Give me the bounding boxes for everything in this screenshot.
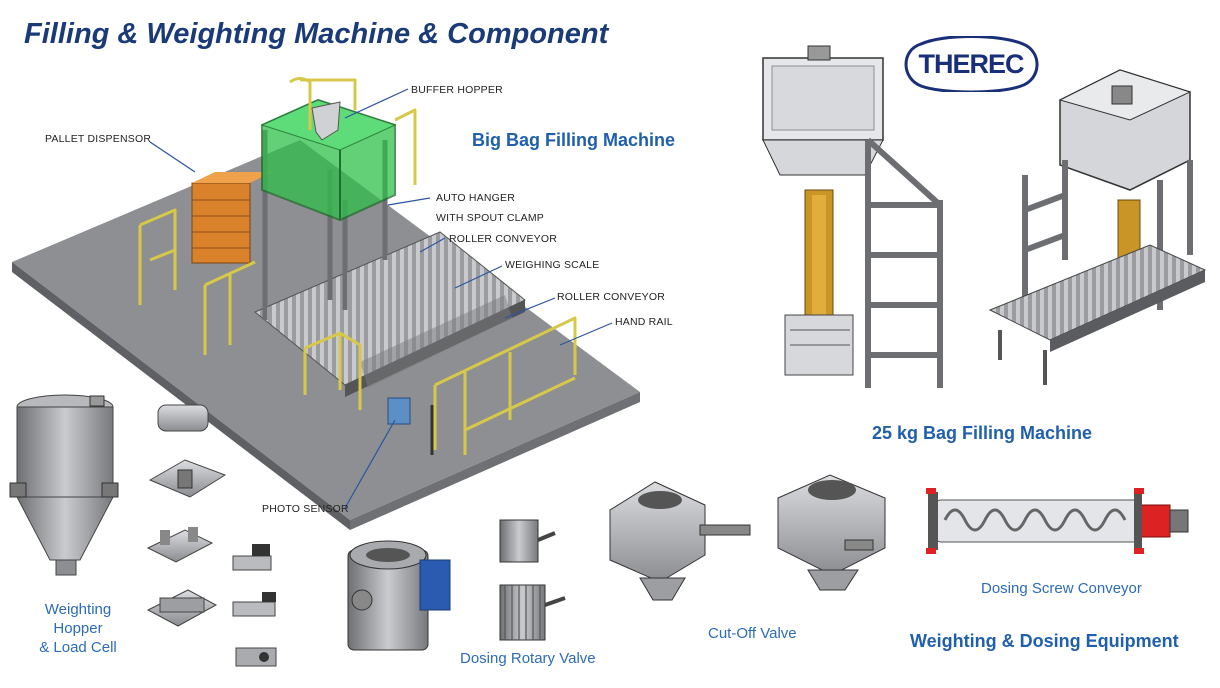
caption-rotary-valve: Dosing Rotary Valve [460,650,596,667]
callout-buffer-hopper: BUFFER HOPPER [411,84,503,96]
callout-roller-conveyor-2: ROLLER CONVEYOR [557,291,666,303]
caption-hopper-line3: & Load Cell [39,639,117,656]
logo-text: THEREC [918,49,1024,79]
callout-spout-clamp: WITH SPOUT CLAMP [436,212,545,224]
caption-screw-conveyor: Dosing Screw Conveyor [981,580,1142,597]
dosing-screw-conveyor [926,488,1189,554]
big-bag-filling-machine [12,77,640,530]
bag-filler-front-view [762,45,943,388]
callout-roller-conveyor-1: ROLLER CONVEYOR [449,233,558,245]
rotary-valve [347,540,451,651]
caption-cutoff-valve: Cut-Off Valve [708,625,797,642]
caption-hopper-line1: Weighting [44,601,112,618]
cutoff-valve-1 [609,481,751,601]
callout-auto-hanger: AUTO HANGER [436,192,516,204]
cutoff-valve-2 [777,474,886,591]
page-title: Filling & Weighting Machine & Component [24,18,609,50]
section-big-bag: Big Bag Filling Machine [472,130,676,150]
therec-logo: THEREC [903,36,1039,92]
section-25kg-bag: 25 kg Bag Filling Machine [872,423,1093,443]
caption-weighting-hopper: Weighting Hopper & Load Cell [28,600,128,657]
callout-weighing-scale: WEIGHING SCALE [505,259,600,271]
callout-hand-rail: HAND RAIL [615,316,673,328]
rotary-rotors [499,519,566,641]
section-weighting-dosing: Weighting & Dosing Equipment [910,631,1179,651]
weighting-hopper [9,394,119,576]
load-cell-components [146,404,277,667]
caption-hopper-line2: Hopper [53,620,103,637]
bag-filler-iso-view [988,69,1207,385]
callout-photo-sensor: PHOTO SENSOR [262,503,349,515]
callout-pallet-dispensor: PALLET DISPENSOR [45,133,152,145]
